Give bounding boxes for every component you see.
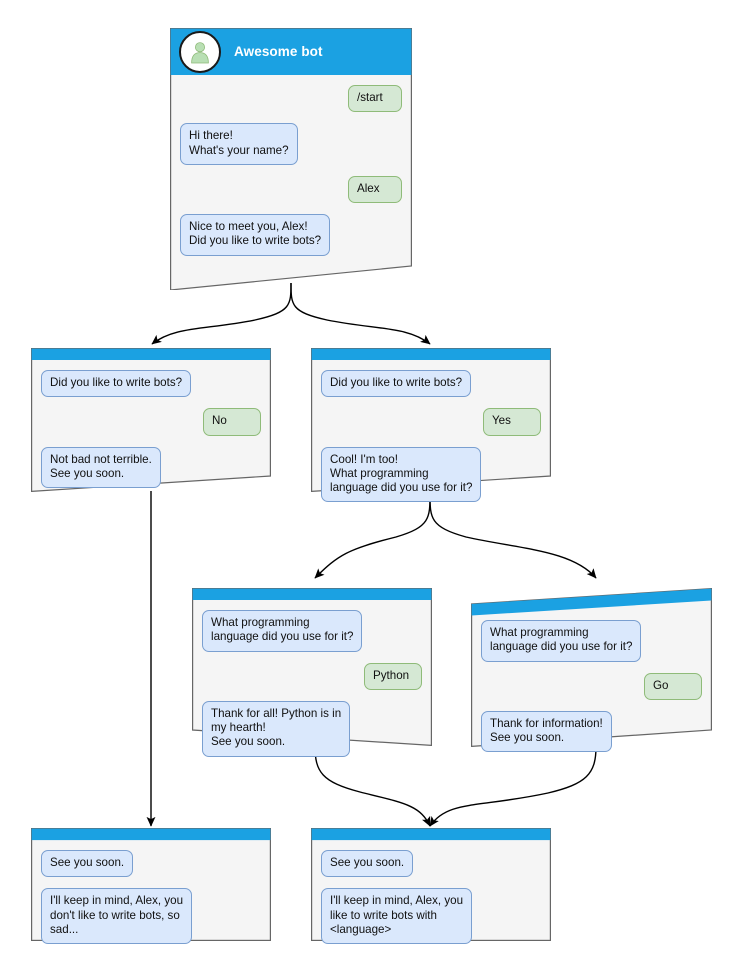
message-list: What programming language did you use fo… — [192, 600, 432, 757]
bot-message-bubble: See you soon. — [41, 850, 134, 878]
node-content: Did you like to write bots? Yes Cool! I'… — [311, 348, 551, 513]
message-row: Thank for all! Python is in my hearth! S… — [202, 700, 422, 757]
user-message-bubble: /start — [348, 85, 402, 113]
node-ending-no-screen[interactable]: See you soon. I'll keep in mind, Alex, y… — [31, 828, 271, 945]
message-list: Did you like to write bots? No Not bad n… — [31, 360, 271, 489]
message-row: What programming language did you use fo… — [202, 610, 422, 652]
bot-message-bubble: See you soon. — [321, 850, 414, 878]
node-titlebar — [31, 348, 271, 360]
bot-message-bubble: What programming language did you use fo… — [202, 610, 363, 652]
message-list: What programming language did you use fo… — [471, 610, 712, 753]
bot-message-bubble: Nice to meet you, Alex! Did you like to … — [180, 214, 331, 256]
bot-message-bubble: Did you like to write bots? — [321, 370, 472, 398]
node-start-screen[interactable]: Awesome bot /start Hi there! What's your… — [170, 28, 412, 290]
node-titlebar — [311, 828, 551, 840]
message-row: What programming language did you use fo… — [481, 620, 702, 662]
node-content: What programming language did you use fo… — [192, 588, 432, 768]
message-row: Not bad not terrible. See you soon. — [41, 446, 261, 489]
user-message-bubble: Go — [644, 672, 702, 700]
message-row: Yes — [321, 408, 541, 436]
bot-message-bubble: Cool! I'm too! What programming language… — [321, 446, 482, 503]
user-message-bubble: Python — [364, 662, 422, 690]
node-content: What programming language did you use fo… — [471, 598, 712, 763]
bot-header: Awesome bot — [170, 28, 412, 75]
node-answer-go-screen[interactable]: What programming language did you use fo… — [471, 588, 712, 753]
message-row: Nice to meet you, Alex! Did you like to … — [180, 214, 402, 256]
node-answer-python-screen[interactable]: What programming language did you use fo… — [192, 588, 432, 757]
node-content: See you soon. I'll keep in mind, Alex, y… — [31, 828, 271, 955]
person-glyph — [191, 41, 209, 63]
message-row: I'll keep in mind, Alex, you like to wri… — [321, 888, 541, 945]
bot-message-bubble: Thank for information! See you soon. — [481, 710, 612, 753]
message-row: Cool! I'm too! What programming language… — [321, 446, 541, 503]
person-icon — [179, 30, 221, 73]
message-row: Alex — [180, 175, 402, 204]
node-answer-no-screen[interactable]: Did you like to write bots? No Not bad n… — [31, 348, 271, 492]
bot-message-bubble: I'll keep in mind, Alex, you like to wri… — [321, 888, 473, 945]
bot-message-bubble: Not bad not terrible. See you soon. — [41, 446, 161, 489]
user-message-bubble: Alex — [348, 175, 402, 204]
message-row: /start — [180, 85, 402, 113]
node-content: Awesome bot /start Hi there! What's your… — [170, 28, 412, 267]
bot-message-bubble: Hi there! What's your name? — [180, 123, 298, 165]
message-row: Hi there! What's your name? — [180, 123, 402, 165]
message-row: See you soon. — [321, 850, 541, 878]
node-content: See you soon. I'll keep in mind, Alex, y… — [311, 828, 551, 955]
user-message-bubble: Yes — [483, 408, 541, 436]
node-answer-yes-screen[interactable]: Did you like to write bots? Yes Cool! I'… — [311, 348, 551, 503]
node-ending-yes-screen[interactable]: See you soon. I'll keep in mind, Alex, y… — [311, 828, 551, 945]
user-message-bubble: No — [203, 408, 261, 436]
bot-message-bubble: What programming language did you use fo… — [481, 620, 642, 662]
node-titlebar — [471, 598, 712, 610]
message-row: Did you like to write bots? — [321, 370, 541, 398]
message-row: No — [41, 408, 261, 436]
message-row: Did you like to write bots? — [41, 370, 261, 398]
message-row: Python — [202, 662, 422, 690]
node-content: Did you like to write bots? No Not bad n… — [31, 348, 271, 499]
message-list: See you soon. I'll keep in mind, Alex, y… — [31, 840, 271, 945]
bot-message-bubble: Did you like to write bots? — [41, 370, 192, 398]
message-row: I'll keep in mind, Alex, you don't like … — [41, 888, 261, 945]
bot-title: Awesome bot — [234, 44, 323, 59]
message-row: Thank for information! See you soon. — [481, 710, 702, 753]
edge-root-to-yes — [290, 282, 431, 345]
message-row: See you soon. — [41, 850, 261, 878]
bot-message-bubble: Thank for all! Python is in my hearth! S… — [202, 700, 351, 757]
message-list: Did you like to write bots? Yes Cool! I'… — [311, 360, 551, 503]
message-row: Go — [481, 672, 702, 700]
bot-message-bubble: I'll keep in mind, Alex, you don't like … — [41, 888, 193, 945]
message-list: /start Hi there! What's your name? Alex … — [170, 75, 412, 256]
node-titlebar — [192, 588, 432, 600]
edge-root-to-no — [151, 282, 292, 345]
node-titlebar — [31, 828, 271, 840]
node-titlebar — [311, 348, 551, 360]
message-list: See you soon. I'll keep in mind, Alex, y… — [311, 840, 551, 945]
